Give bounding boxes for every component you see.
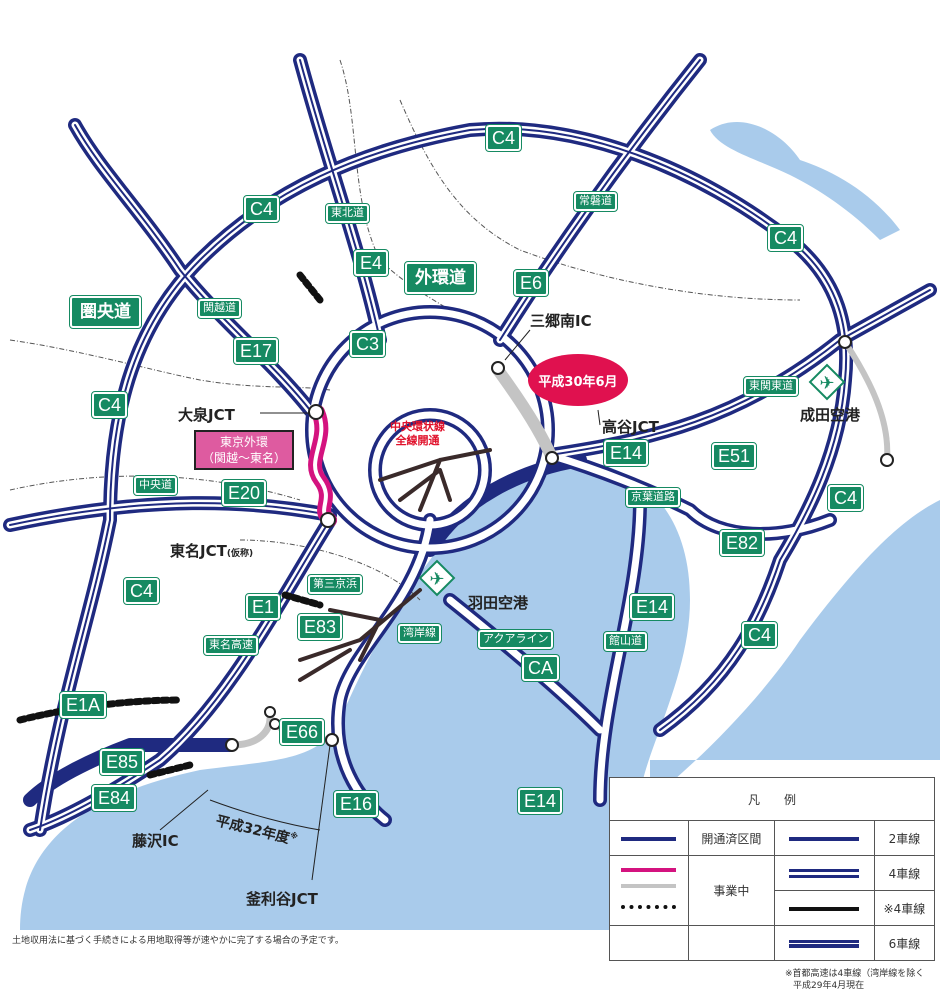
roads bbox=[3, 53, 937, 837]
sign-e84: E84 bbox=[90, 784, 138, 812]
label-narita-airport: 成田空港 bbox=[800, 406, 861, 424]
sign-e14: E14 bbox=[602, 439, 650, 467]
sign-c4: C4 bbox=[484, 124, 523, 152]
sign-keiyo: 京葉道路 bbox=[625, 487, 681, 508]
sign-ca: CA bbox=[520, 654, 561, 682]
central-loop-note: 中央環状線全線開通 bbox=[390, 420, 445, 448]
sign-e16: E16 bbox=[332, 790, 380, 818]
legend: 凡 例 開通済区間 2車線 事業中 4車線 ※4車線 6車線 bbox=[609, 777, 936, 961]
sign-e83: E83 bbox=[296, 613, 344, 641]
footnote-land: 土地収用法に基づく手続きによる用地取得等が速やかに完了する場合の予定です。 bbox=[12, 936, 344, 946]
label-tomei-jct: 東名JCT(仮称) bbox=[170, 540, 253, 561]
legend-4lane-line bbox=[789, 869, 860, 878]
legend-2lane-line bbox=[789, 836, 860, 841]
sign-aqualine: アクアライン bbox=[476, 629, 555, 650]
footnote-shutoko: ※首都高速は4車線（湾岸線を除く bbox=[785, 969, 925, 979]
sign-c4: C4 bbox=[242, 195, 281, 223]
sign-e1: E1 bbox=[244, 593, 282, 621]
footnote-date: 平成29年4月現在 bbox=[793, 981, 865, 991]
gaikan-box-section: （関越～東名） bbox=[202, 451, 287, 465]
legend-under-construction: 事業中 bbox=[687, 855, 775, 926]
leader-lines bbox=[159, 329, 601, 881]
sign-e1a: E1A bbox=[58, 691, 108, 719]
sign-kanetsu: 関越道 bbox=[197, 298, 242, 319]
sign-e14: E14 bbox=[628, 593, 676, 621]
sign-tateyama: 館山道 bbox=[603, 631, 648, 652]
sign-wangan: 湾岸線 bbox=[397, 623, 442, 644]
legend-6lane: 6車線 bbox=[873, 925, 936, 961]
legend-magenta-line bbox=[621, 867, 677, 872]
sign-c4: C4 bbox=[740, 621, 779, 649]
sign-e4: E4 bbox=[352, 249, 390, 277]
sign-kenodo: 圏央道 bbox=[69, 295, 142, 329]
tomei-jct-tentative: (仮称) bbox=[226, 549, 254, 559]
legend-2lane: 2車線 bbox=[873, 820, 936, 856]
airport-icon: ✈ ✈ bbox=[418, 363, 846, 597]
sign-gaikan: 外環道 bbox=[404, 261, 477, 295]
sign-e51: E51 bbox=[710, 442, 758, 470]
label-haneda-airport: 羽田空港 bbox=[468, 594, 529, 612]
central-loop-line1: 中央環状線 bbox=[390, 420, 445, 433]
legend-4lane: 4車線 bbox=[873, 855, 936, 891]
sign-joban: 常磐道 bbox=[573, 191, 618, 212]
label-oizumi-jct: 大泉JCT bbox=[178, 406, 235, 424]
central-loop-line2: 全線開通 bbox=[395, 434, 440, 447]
sign-c4: C4 bbox=[90, 391, 129, 419]
gaikan-box-title: 東京外環 bbox=[220, 435, 269, 449]
legend-opened: 開通済区間 bbox=[687, 820, 775, 856]
legend-4lane-note: ※4車線 bbox=[873, 890, 936, 926]
junctions bbox=[225, 335, 894, 752]
sign-e14: E14 bbox=[516, 787, 564, 815]
sign-e17: E17 bbox=[232, 337, 280, 365]
sign-chuo: 中央道 bbox=[133, 475, 178, 496]
tomei-jct-name: 東名JCT bbox=[170, 542, 227, 560]
label-misato-minami-ic: 三郷南IC bbox=[530, 312, 592, 330]
sign-c4: C4 bbox=[122, 577, 161, 605]
legend-4lane-black-line bbox=[789, 906, 860, 911]
legend-opened-line bbox=[621, 836, 677, 841]
sign-e6: E6 bbox=[512, 269, 550, 297]
svg-text:✈: ✈ bbox=[819, 373, 834, 394]
sign-c4: C4 bbox=[826, 484, 865, 512]
label-kamariya-jct: 釜利谷JCT bbox=[246, 890, 318, 908]
sign-higashikanto: 東関東道 bbox=[743, 376, 799, 397]
legend-gray-line bbox=[621, 883, 677, 888]
sign-c4: C4 bbox=[766, 224, 805, 252]
legend-dotted-line bbox=[621, 905, 677, 909]
sign-daisan-keihin: 第三京浜 bbox=[307, 574, 363, 595]
gaikan-construction-box: 東京外環 （関越～東名） bbox=[194, 430, 295, 470]
opening-date-badge: 平成30年6月 bbox=[528, 354, 628, 406]
sign-e85: E85 bbox=[98, 748, 146, 776]
label-fujisawa-ic: 藤沢IC bbox=[132, 832, 179, 850]
sign-tohoku: 東北道 bbox=[325, 203, 370, 224]
label-takaya-jct: 高谷JCT bbox=[602, 418, 659, 436]
sign-e66: E66 bbox=[278, 718, 326, 746]
sign-tomei: 東名高速 bbox=[203, 635, 259, 656]
sign-c3: C3 bbox=[348, 330, 387, 358]
legend-6lane-line bbox=[789, 939, 860, 948]
sign-e20: E20 bbox=[220, 479, 268, 507]
sign-e82: E82 bbox=[718, 529, 766, 557]
legend-title: 凡 例 bbox=[609, 777, 935, 821]
svg-text:✈: ✈ bbox=[429, 569, 444, 590]
